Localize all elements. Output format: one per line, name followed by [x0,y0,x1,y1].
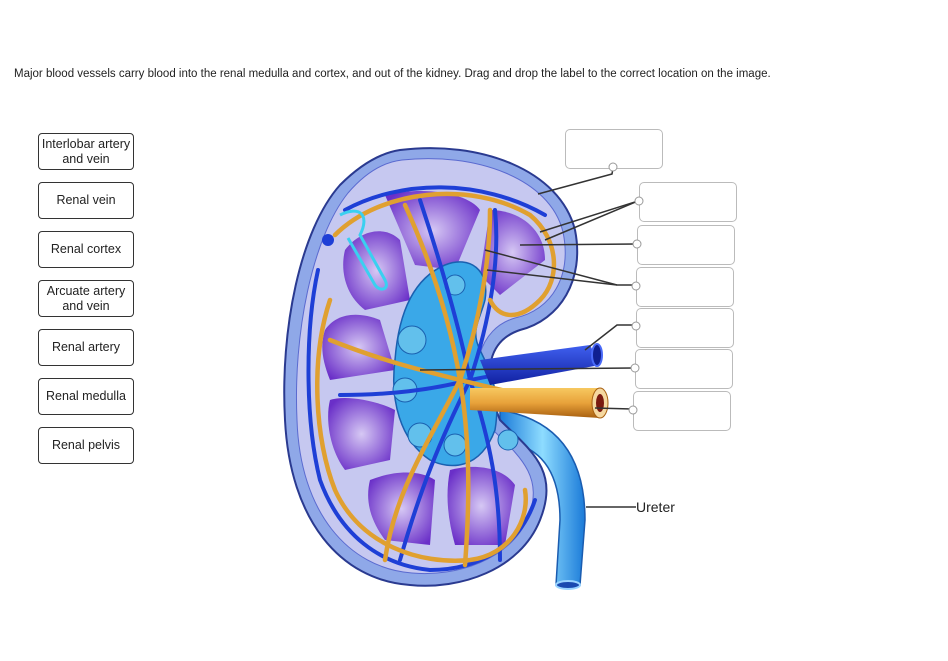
drop-target-5[interactable] [636,308,734,348]
drag-label-renal-cortex[interactable]: Renal cortex [38,231,134,268]
drag-label-renal-artery[interactable]: Renal artery [38,329,134,366]
drop-target-4[interactable] [636,267,734,307]
drag-label-interlobar-artery-and-vein[interactable]: Interlobar artery and vein [38,133,134,170]
ureter [499,409,586,590]
drag-label-renal-medulla[interactable]: Renal medulla [38,378,134,415]
drop-target-1[interactable] [565,129,663,169]
ureter-label: Ureter [636,499,675,515]
drop-target-2[interactable] [639,182,737,222]
drop-target-6[interactable] [635,349,733,389]
kidney [283,147,602,587]
drag-label-renal-vein[interactable]: Renal vein [38,182,134,219]
renal-vein-tube [480,343,603,385]
drag-label-arcuate-artery-and-vein[interactable]: Arcuate artery and vein [38,280,134,317]
instructions-text: Major blood vessels carry blood into the… [14,68,771,80]
drop-target-7[interactable] [633,391,731,431]
drop-target-3[interactable] [637,225,735,265]
drag-label-renal-pelvis[interactable]: Renal pelvis [38,427,134,464]
leader-lines [419,167,639,508]
renal-artery-tube [470,387,609,419]
